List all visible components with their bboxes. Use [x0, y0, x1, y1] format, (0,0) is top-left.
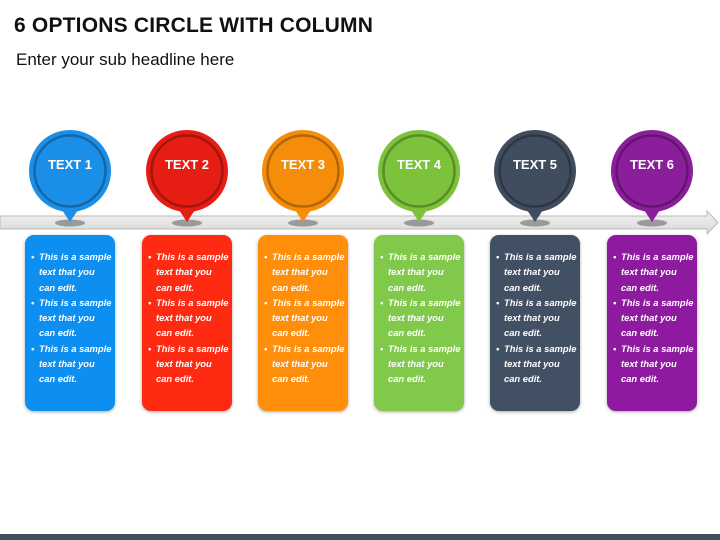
bullet-item: This is a sample text that you can edit. [380, 249, 461, 295]
option-card-6: This is a sample text that you can edit.… [607, 235, 697, 411]
bullet-item: This is a sample text that you can edit. [31, 249, 112, 295]
option-pin-1 [29, 130, 111, 227]
option-card-1: This is a sample text that you can edit.… [25, 235, 115, 411]
option-pin-2 [146, 130, 228, 227]
option-card-2: This is a sample text that you can edit.… [142, 235, 232, 411]
option-pin-3 [262, 130, 344, 227]
bullet-item: This is a sample text that you can edit. [613, 341, 694, 387]
footer-bar [0, 534, 720, 540]
option-column-2: TEXT 2 This is a sample text that you can… [142, 128, 232, 418]
pin-inner-ring [615, 134, 689, 208]
option-column-6: TEXT 6 This is a sample text that you can… [607, 128, 697, 418]
option-label: TEXT 3 [280, 157, 326, 172]
page-subtitle: Enter your sub headline here [16, 50, 235, 69]
pin-shadow [637, 219, 667, 227]
option-card-4: This is a sample text that you can edit.… [374, 235, 464, 411]
option-pin-4 [378, 130, 460, 227]
pin-shadow [288, 219, 318, 227]
bullet-list: This is a sample text that you can edit.… [31, 249, 112, 387]
bullet-item: This is a sample text that you can edit. [380, 341, 461, 387]
pin-inner-ring [382, 134, 456, 208]
bullet-item: This is a sample text that you can edit. [31, 295, 112, 341]
pin-center [154, 138, 220, 204]
option-column-3: TEXT 3 This is a sample text that you can… [258, 128, 348, 418]
bullet-item: This is a sample text that you can edit. [613, 249, 694, 295]
pin-inner-ring [150, 134, 224, 208]
option-column-5: TEXT 5 This is a sample text that you can… [490, 128, 580, 418]
bullet-item: This is a sample text that you can edit. [496, 341, 577, 387]
bullet-item: This is a sample text that you can edit. [148, 295, 229, 341]
option-card-5: This is a sample text that you can edit.… [490, 235, 580, 411]
option-column-1: TEXT 1 This is a sample text that you can… [25, 128, 115, 418]
bullet-item: This is a sample text that you can edit. [380, 295, 461, 341]
pin-center [386, 138, 452, 204]
pin-shadow [520, 219, 550, 227]
pin-inner-ring [266, 134, 340, 208]
bullet-item: This is a sample text that you can edit. [264, 341, 345, 387]
page-title: 6 OPTIONS CIRCLE WITH COLUMN [14, 14, 374, 37]
bullet-item: This is a sample text that you can edit. [31, 341, 112, 387]
option-label: TEXT 4 [396, 157, 442, 172]
option-label: TEXT 6 [629, 157, 675, 172]
bullet-item: This is a sample text that you can edit. [148, 341, 229, 387]
pin-inner-ring [33, 134, 107, 208]
bullet-list: This is a sample text that you can edit.… [148, 249, 229, 387]
pin-shadow [55, 219, 85, 227]
option-column-4: TEXT 4 This is a sample text that you can… [374, 128, 464, 418]
option-label: TEXT 5 [512, 157, 558, 172]
option-label: TEXT 2 [164, 157, 210, 172]
pin-shadow [172, 219, 202, 227]
bullet-item: This is a sample text that you can edit. [496, 295, 577, 341]
bullet-list: This is a sample text that you can edit.… [613, 249, 694, 387]
bullet-item: This is a sample text that you can edit. [264, 295, 345, 341]
bullet-list: This is a sample text that you can edit.… [380, 249, 461, 387]
option-pin-6 [611, 130, 693, 227]
bullet-item: This is a sample text that you can edit. [613, 295, 694, 341]
pin-inner-ring [498, 134, 572, 208]
bullet-list: This is a sample text that you can edit.… [496, 249, 577, 387]
bullet-item: This is a sample text that you can edit. [264, 249, 345, 295]
bullet-item: This is a sample text that you can edit. [148, 249, 229, 295]
pin-center [270, 138, 336, 204]
bullet-item: This is a sample text that you can edit. [496, 249, 577, 295]
pin-center [502, 138, 568, 204]
bullet-list: This is a sample text that you can edit.… [264, 249, 345, 387]
option-card-3: This is a sample text that you can edit.… [258, 235, 348, 411]
pin-center [37, 138, 103, 204]
pin-center [619, 138, 685, 204]
option-pin-5 [494, 130, 576, 227]
pin-shadow [404, 219, 434, 227]
option-label: TEXT 1 [47, 157, 93, 172]
